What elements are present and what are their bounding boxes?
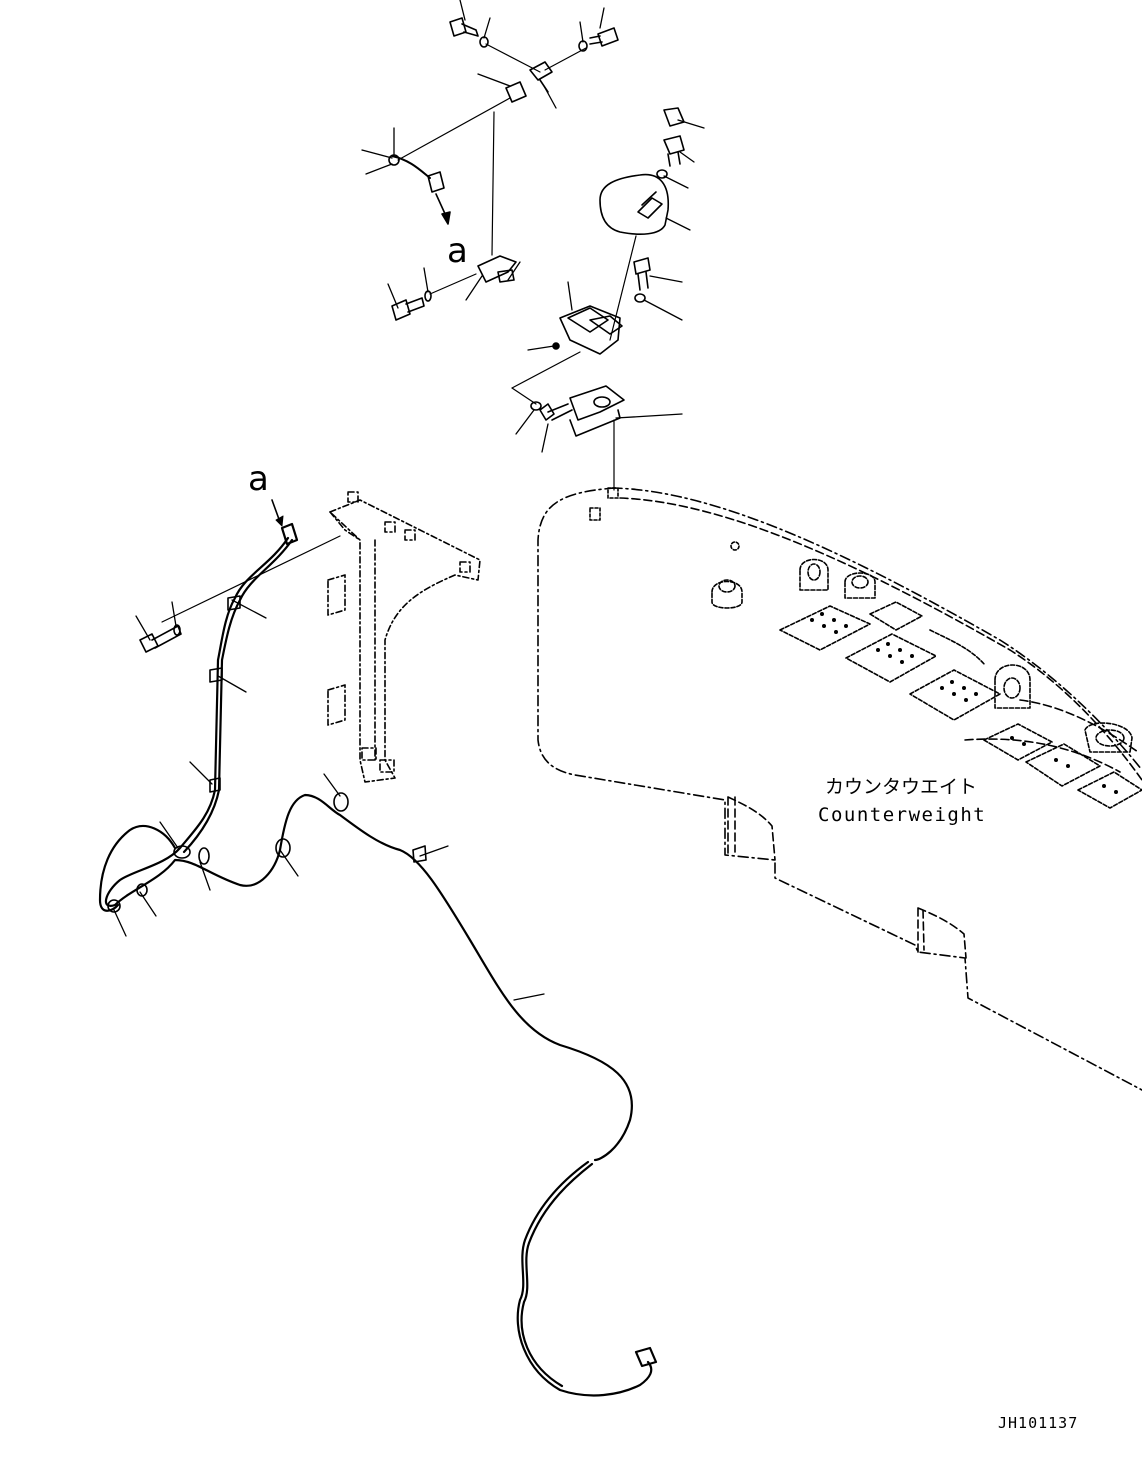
work-light xyxy=(559,305,621,355)
counterweight-label-en: Counterweight xyxy=(818,804,986,826)
harness-loop xyxy=(98,824,177,912)
mounting-frame xyxy=(327,491,481,783)
counterweight-top-edge xyxy=(611,487,1142,771)
counterweight xyxy=(537,487,1142,1091)
counterweight-step-1 xyxy=(727,796,776,861)
harness-lower-strand xyxy=(516,1160,653,1397)
counterweight-bolts xyxy=(589,487,740,551)
harness-end-connector xyxy=(634,1346,658,1368)
counterweight-pads xyxy=(779,601,1142,809)
harness-top-connector xyxy=(280,522,299,546)
reference-a-left: a xyxy=(248,459,269,499)
counterweight-front-curve xyxy=(964,699,1139,773)
harness-clamps xyxy=(107,595,427,913)
light-bracket xyxy=(569,385,625,421)
lifting-eyes xyxy=(711,558,1133,753)
pad-dots xyxy=(810,612,1118,794)
counterweight-step-2 xyxy=(917,907,967,959)
drawing-number: JH101137 xyxy=(998,1414,1078,1432)
counterweight-label-jp: カウンタウエイト xyxy=(825,776,977,798)
wire-harness xyxy=(98,499,658,1397)
counterweight-inner-edge xyxy=(619,497,1142,781)
leader-lines xyxy=(113,0,705,1001)
light-cover xyxy=(599,173,669,235)
harness-main-strand xyxy=(104,536,633,1162)
counterweight-outline xyxy=(537,487,1142,1091)
reference-a-top: a xyxy=(447,231,468,271)
top-hardware xyxy=(388,17,685,491)
harness-second-strand xyxy=(182,538,294,854)
harness-bolt xyxy=(139,535,341,653)
